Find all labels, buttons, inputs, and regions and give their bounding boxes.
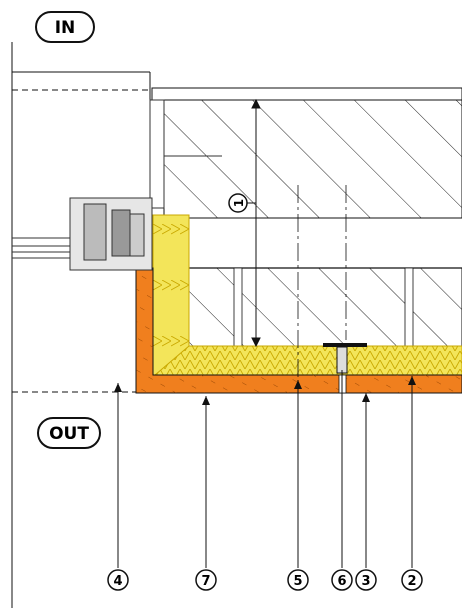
concrete-beam-lower bbox=[181, 267, 462, 347]
callout-label: 4 bbox=[113, 574, 122, 589]
callout-circle bbox=[355, 569, 377, 591]
callout-circle bbox=[331, 569, 353, 591]
inside-label: IN bbox=[35, 11, 95, 43]
callout-6: 6 bbox=[331, 569, 353, 591]
leader-lines bbox=[117, 370, 413, 568]
leader-arrows bbox=[114, 376, 416, 405]
callout-circle bbox=[107, 569, 129, 591]
callout-3: 3 bbox=[355, 569, 377, 591]
inside-label-text: IN bbox=[55, 18, 76, 38]
callout-circle bbox=[401, 569, 423, 591]
outside-label: OUT bbox=[37, 417, 101, 449]
callout-5: 5 bbox=[287, 569, 309, 591]
dimension-line bbox=[246, 98, 261, 348]
callout-1-text: 1 bbox=[232, 199, 246, 207]
callout-circle bbox=[195, 569, 217, 591]
callout-label: 5 bbox=[293, 574, 302, 589]
concrete-slab-upper bbox=[151, 87, 462, 219]
center-lines bbox=[297, 185, 347, 380]
callout-1: 1 bbox=[228, 193, 248, 213]
callout-7: 7 bbox=[195, 569, 217, 591]
callout-2: 2 bbox=[401, 569, 423, 591]
callout-circle bbox=[287, 569, 309, 591]
callout-label: 2 bbox=[407, 574, 416, 589]
callout-4: 4 bbox=[107, 569, 129, 591]
callout-label: 6 bbox=[337, 574, 346, 589]
callout-label: 3 bbox=[361, 574, 370, 589]
outside-label-text: OUT bbox=[49, 424, 89, 444]
boundary-lines bbox=[11, 42, 151, 608]
window-frame bbox=[12, 99, 222, 271]
callout-label: 7 bbox=[201, 574, 210, 589]
insulation-horizontal bbox=[153, 345, 462, 376]
